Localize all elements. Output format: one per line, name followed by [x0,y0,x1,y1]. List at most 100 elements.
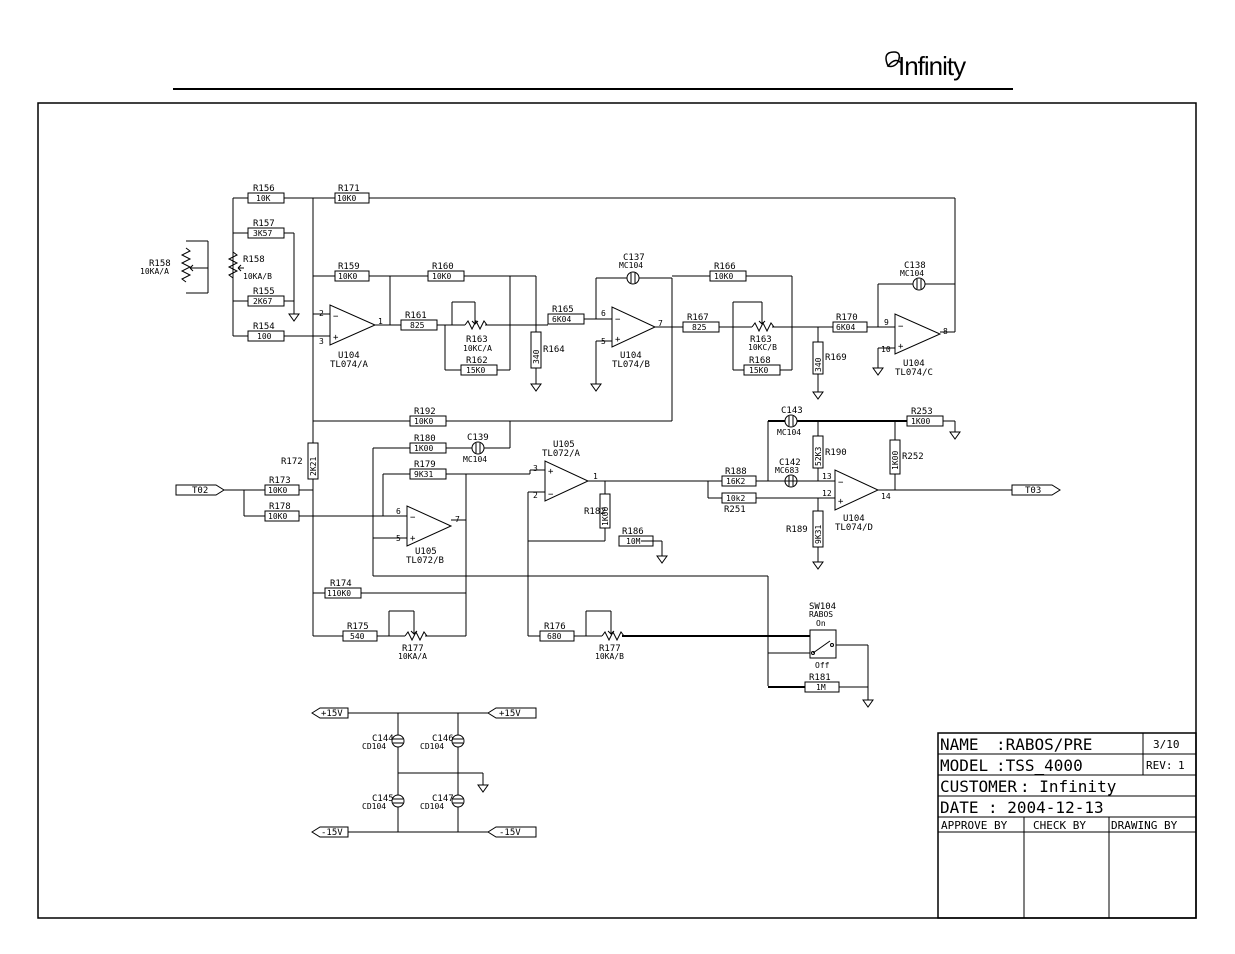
tb-customer-value: : Infinity [1020,777,1117,796]
svg-text:7: 7 [455,515,460,524]
port-t02: T02 [175,484,225,496]
svg-text:−: − [898,322,904,332]
svg-text:2K21: 2K21 [309,457,318,476]
tb-model-label: MODEL [940,756,988,775]
svg-text:680: 680 [547,632,562,641]
tb-name-label: NAME [940,735,979,754]
svg-text:TL072/A: TL072/A [542,449,581,459]
svg-text:R161: R161 [405,311,427,321]
svg-text:MC104: MC104 [619,261,643,270]
svg-text:825: 825 [692,323,707,332]
svg-text:12: 12 [822,489,832,498]
svg-text:U104: U104 [903,359,925,369]
svg-text:R159: R159 [338,262,360,272]
svg-text:-15V: -15V [321,828,343,838]
svg-text:R176: R176 [544,622,566,632]
svg-text:+15V: +15V [499,709,521,719]
svg-text:U104: U104 [338,351,360,361]
ground-icon [812,561,824,570]
svg-text:825: 825 [410,321,425,330]
svg-text:+: + [333,333,339,343]
tb-rev-value: 1 [1178,759,1185,772]
tb-rev-label: REV: [1146,759,1173,772]
svg-text:R174: R174 [330,579,352,589]
svg-text:R171: R171 [338,184,360,194]
svg-text:6: 6 [601,309,606,318]
svg-text:8: 8 [943,327,948,336]
svg-text:10K0: 10K0 [338,272,357,281]
svg-text:10KC/A: 10KC/A [463,344,492,353]
svg-text:13: 13 [822,472,832,481]
svg-text:R158: R158 [149,259,171,269]
svg-text:C142: C142 [779,458,801,468]
svg-text:T02: T02 [192,486,208,496]
svg-text:R186: R186 [622,527,644,537]
svg-text:R163: R163 [750,335,772,345]
svg-text:R169: R169 [825,353,847,363]
svg-text:CD104: CD104 [362,742,386,751]
opamp-u105b: −+ 6 5 7 U105 TL072/B [396,505,460,566]
svg-text:−: − [838,478,844,488]
svg-text:10KA/A: 10KA/A [398,652,427,661]
brand-logo: Infinity [885,51,967,81]
svg-text:R177: R177 [599,644,621,654]
svg-text:C138: C138 [904,261,926,271]
svg-text:R173: R173 [269,476,291,486]
svg-text:U105: U105 [415,547,437,557]
svg-text:R181: R181 [809,673,831,683]
svg-text:6: 6 [396,507,401,516]
svg-text:1: 1 [593,472,598,481]
svg-text:2: 2 [533,491,538,500]
svg-text:110K0: 110K0 [327,589,351,598]
svg-text:R190: R190 [825,448,847,458]
svg-text:+15V: +15V [321,709,343,719]
port-plus15-right: +15V [487,707,537,719]
ground-icon [949,431,961,440]
svg-text:R192: R192 [414,407,436,417]
svg-text:9K31: 9K31 [414,470,433,479]
ground-icon [872,367,884,376]
svg-text:10K0: 10K0 [337,194,356,203]
svg-text:R158: R158 [243,255,265,265]
svg-text:R178: R178 [269,502,291,512]
svg-text:MC104: MC104 [900,269,924,278]
svg-text:10K0: 10K0 [268,512,287,521]
svg-text:Off: Off [815,661,830,670]
opamp-u105a: +− 3 2 1 U105 TL072/A [533,440,598,502]
svg-text:TL074/D: TL074/D [835,523,873,533]
svg-text:3: 3 [533,464,538,473]
svg-text:MC104: MC104 [777,428,801,437]
svg-text:TL074/C: TL074/C [895,368,933,378]
drawing-frame [37,102,1197,919]
svg-text:R167: R167 [687,313,709,323]
svg-text:R162: R162 [466,356,488,366]
svg-text:U104: U104 [843,514,865,524]
potentiometer-r177b: R177 10KA/B [595,628,625,661]
svg-text:C144: C144 [372,734,394,744]
ground-icon [477,784,489,793]
svg-text:10k2: 10k2 [726,494,745,503]
svg-text:CD104: CD104 [362,802,386,811]
ground-icon [288,313,300,322]
svg-text:+: + [410,534,416,544]
